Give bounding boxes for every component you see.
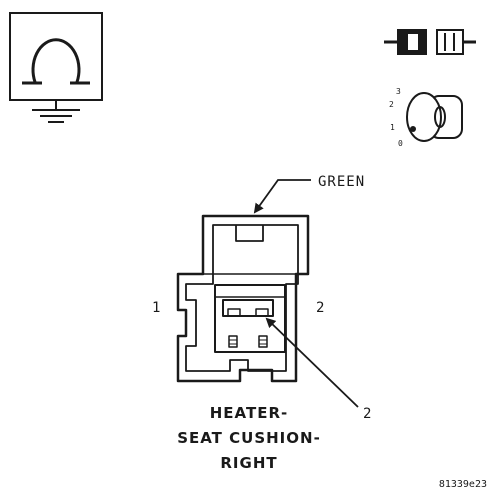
ignition-position-0: 0 — [398, 139, 403, 148]
wire-color-label: GREEN — [318, 174, 365, 190]
pin-callout-label: 2 — [363, 406, 371, 422]
connector-face — [176, 214, 310, 383]
ignition-position-2: 2 — [389, 100, 394, 109]
ignition-position-1: 1 — [390, 123, 395, 132]
ohmmeter-ground-icon — [9, 12, 103, 123]
connector-plug-icon — [384, 29, 476, 55]
connector-name-line-3: RIGHT — [220, 454, 277, 472]
wire-color-callout: GREEN — [253, 174, 365, 214]
pin-1-label: 1 — [152, 300, 160, 316]
connector-name-line-1: HEATER- — [210, 404, 289, 422]
pin-callout: 2 — [265, 317, 371, 422]
figure-id: 81339e23 — [439, 479, 487, 490]
connector-name-line-2: SEAT CUSHION- — [177, 429, 321, 447]
pin-2-label: 2 — [316, 300, 324, 316]
ignition-key-icon: 3 2 1 0 — [389, 87, 463, 148]
ignition-position-3: 3 — [396, 87, 401, 96]
